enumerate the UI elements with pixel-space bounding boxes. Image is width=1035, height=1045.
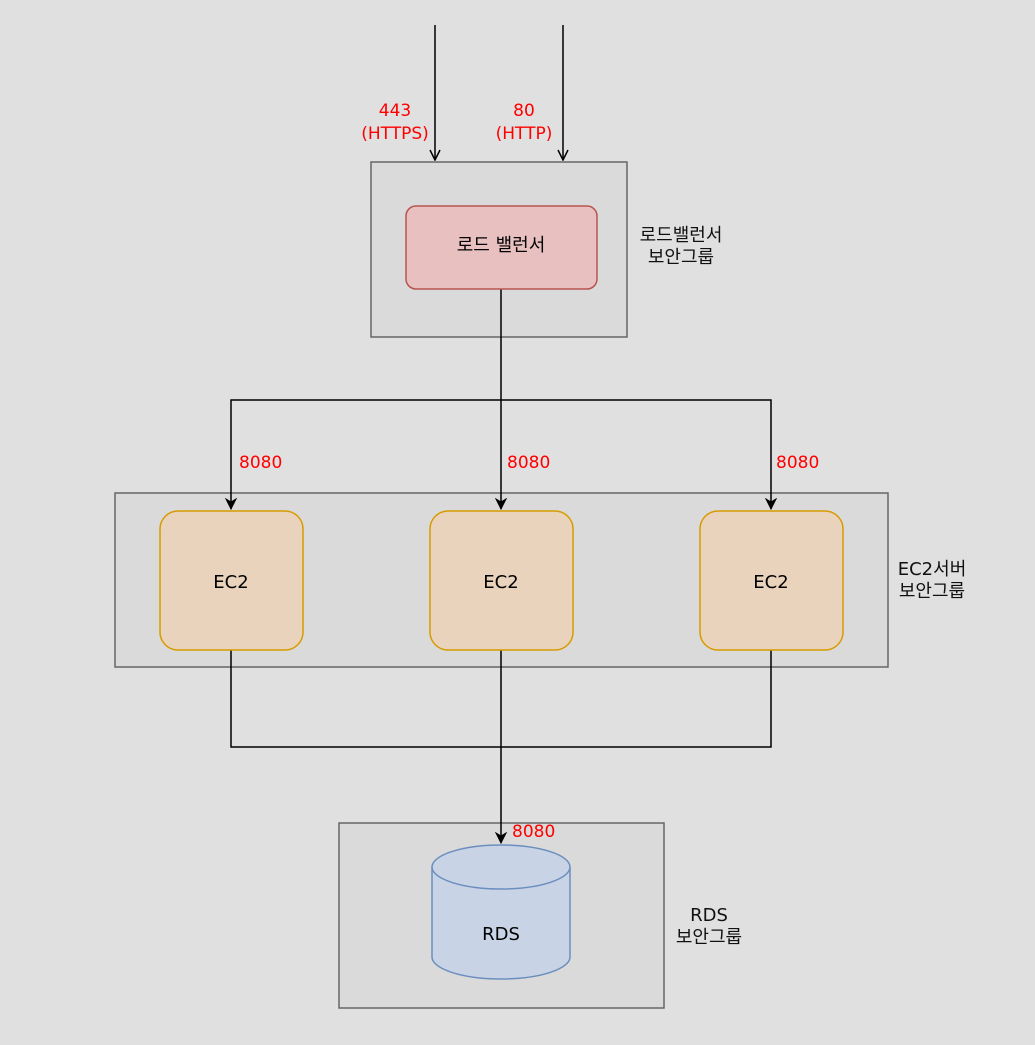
lb-to-ec2-1-edge xyxy=(231,399,501,509)
rds-cylinder-body xyxy=(431,844,571,980)
ec2-node-2 xyxy=(429,510,574,651)
rds-port-label: 8080 xyxy=(512,822,555,842)
load-balancer-node xyxy=(405,205,598,290)
ec2-3-port-label: 8080 xyxy=(776,453,819,473)
http-protocol-label: (HTTP) xyxy=(496,124,553,144)
load-balancer-group-label-line2: 보안그룹 xyxy=(648,247,714,268)
rds-group-label-line2: 보안그룹 xyxy=(676,927,742,948)
https-protocol-label: (HTTPS) xyxy=(361,124,429,144)
ec2-group-label-line1: EC2서버 xyxy=(898,559,967,580)
rds-label: RDS xyxy=(482,924,520,945)
load-balancer-group-label-line1: 로드밸런서 xyxy=(640,225,723,246)
ec2-label-1: EC2 xyxy=(213,572,248,593)
lb-to-ec2-3-edge xyxy=(501,399,771,509)
rds-cylinder-rim xyxy=(431,866,571,890)
ec2-2-port-label: 8080 xyxy=(507,453,550,473)
ec2-node-1 xyxy=(159,510,304,651)
load-balancer-label: 로드 밸런서 xyxy=(457,235,546,256)
ec2-label-2: EC2 xyxy=(483,572,518,593)
rds-node xyxy=(431,844,571,980)
ec2-label-3: EC2 xyxy=(753,572,788,593)
ec2-1-port-label: 8080 xyxy=(239,453,282,473)
ec2-node-3 xyxy=(699,510,844,651)
https-port-label: 443 xyxy=(379,101,411,121)
ec2-group-label-line2: 보안그룹 xyxy=(899,581,965,602)
http-port-label: 80 xyxy=(513,101,535,121)
rds-group-label-line1: RDS xyxy=(690,905,728,926)
